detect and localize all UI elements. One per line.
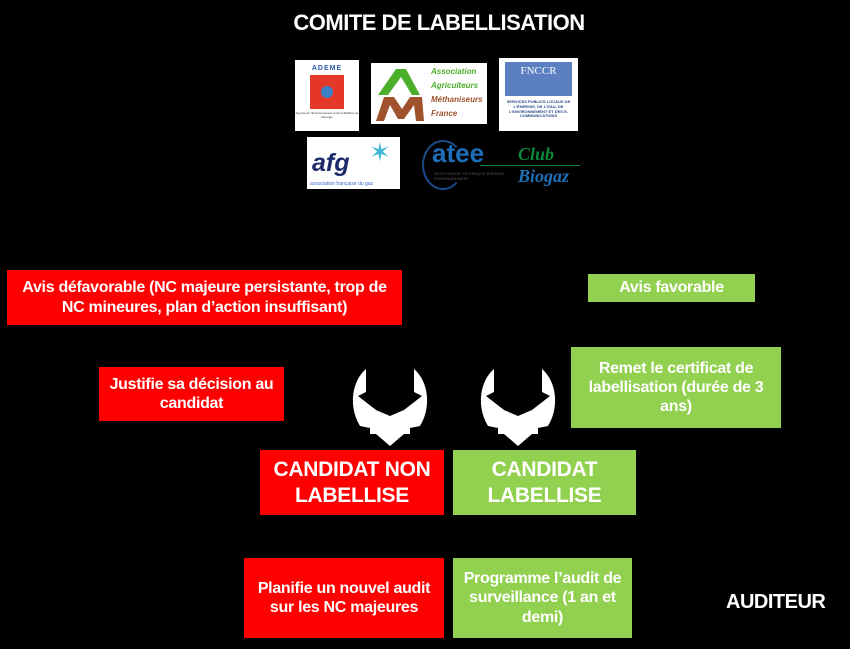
afg-logo: afg ✶ association française du gaz — [307, 137, 400, 189]
split-arrows-icon — [480, 369, 556, 446]
favorable-opinion-text: Avis favorable — [619, 279, 724, 297]
fnccr-logo: FNCCR SERVICES PUBLICS LOCAUX DE L'ÉNERG… — [499, 58, 578, 131]
plan-new-audit-text: Planifie un nouvel audit sur les NC maje… — [257, 579, 431, 616]
ademe-caption: Agence de l'Environnement et de la Maîtr… — [295, 111, 359, 119]
unfavorable-opinion-text: Avis défavorable (NC majeure persistante… — [22, 279, 387, 316]
aamf-line: Agriculteurs — [431, 81, 479, 90]
certificate-text: Remet le certificat de labellisation (du… — [588, 359, 764, 416]
labelled-box: CANDIDAT LABELLISE — [453, 450, 636, 515]
auditor-label: AUDITEUR — [726, 591, 826, 613]
star-icon: ✶ — [369, 137, 391, 167]
afg-caption: association française du gaz — [310, 181, 374, 187]
not-labelled-text: CANDIDAT NON LABELLISE — [273, 458, 431, 507]
split-arrows-icon — [352, 369, 428, 446]
plan-new-audit-box: Planifie un nouvel audit sur les NC maje… — [244, 558, 444, 638]
unfavorable-opinion-box: Avis défavorable (NC majeure persistante… — [7, 270, 402, 325]
favorable-opinion-box: Avis favorable — [588, 274, 755, 302]
aamf-line: Méthaniseurs — [431, 95, 483, 104]
atee-logo: atee Club ASSOCIATION TECHNIQUE ÉNERGIE … — [420, 138, 580, 190]
aamf-line: Association — [431, 67, 477, 76]
atee-caption: ASSOCIATION TECHNIQUE ÉNERGIE ENVIRONNEM… — [434, 171, 505, 181]
not-labelled-box: CANDIDAT NON LABELLISE — [260, 450, 444, 515]
aamf-logo: Association Agriculteurs Méthaniseurs Fr… — [371, 63, 487, 124]
fnccr-caption: SERVICES PUBLICS LOCAUX DE L'ÉNERGIE, DE… — [506, 99, 571, 119]
justify-decision-text: Justifie sa décision au candidat — [109, 375, 274, 412]
justify-decision-box: Justifie sa décision au candidat — [99, 367, 284, 421]
surveillance-audit-box: Programme l’audit de surveillance (1 an … — [453, 558, 632, 638]
ademe-logo: ADEME Agence de l'Environnement et de la… — [295, 60, 359, 131]
surveillance-audit-text: Programme l’audit de surveillance (1 an … — [463, 570, 622, 626]
ademe-name: ADEME — [311, 65, 343, 72]
afg-name: afg — [312, 149, 350, 177]
atee-name: atee — [432, 138, 485, 168]
atee-biogaz: Biogaz — [518, 166, 570, 186]
labelled-text: CANDIDAT LABELLISE — [487, 458, 602, 507]
fnccr-name: FNCCR — [520, 65, 557, 77]
atee-club: Club — [518, 144, 555, 164]
committee-title: COMITE DE LABELLISATION — [293, 10, 585, 35]
aamf-line: France — [431, 109, 458, 118]
certificate-box: Remet le certificat de labellisation (du… — [571, 347, 781, 428]
